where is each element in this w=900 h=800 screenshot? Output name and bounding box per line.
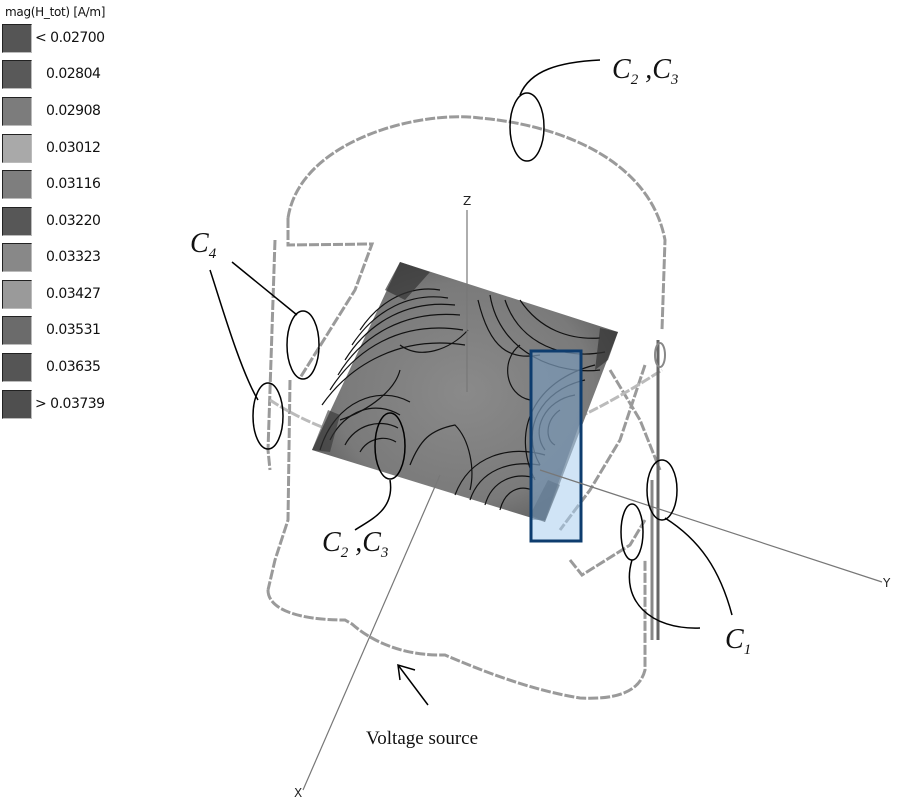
legend-item: > 0.03739: [2, 390, 140, 422]
legend-item: 0.03531: [2, 316, 140, 348]
axis-label-x: X: [294, 786, 303, 800]
legend-label: 0.03012: [46, 140, 101, 156]
highlight-region: [529, 349, 583, 543]
legend-swatch: [2, 97, 32, 126]
coordinate-axes: [302, 210, 883, 791]
legend-item: 0.03635: [2, 353, 140, 385]
legend-item: 0.03323: [2, 243, 140, 275]
annotation-markers: [209, 59, 733, 706]
legend-title: mag(H_tot) [A/m]: [5, 5, 106, 19]
legend-swatch: [2, 60, 32, 89]
legend-swatch: [2, 390, 32, 419]
legend-swatch: [2, 134, 32, 163]
legend-swatch: [2, 243, 32, 272]
legend-swatch: [2, 280, 32, 309]
annotation-c2-c3-bottom: C2 ,C3: [322, 527, 389, 561]
legend-label: 0.03116: [46, 176, 101, 192]
legend-swatch: [2, 316, 32, 345]
legend-item: 0.02908: [2, 97, 140, 129]
legend-label: 0.03427: [46, 286, 101, 302]
legend-label: > 0.03739: [35, 396, 105, 412]
annotation-c1: C1: [725, 624, 752, 658]
legend-label: 0.03635: [46, 359, 101, 375]
legend-item: 0.03012: [2, 134, 140, 166]
legend-item: 0.03220: [2, 207, 140, 239]
legend-label: 0.02908: [46, 103, 101, 119]
axis-label-z: Z: [463, 194, 472, 208]
voltage-source-label: Voltage source: [366, 728, 479, 749]
right-feed-lines: [650, 340, 660, 640]
legend-item: 0.02804: [2, 60, 140, 92]
legend-swatch: [2, 170, 32, 199]
legend-swatch: [2, 353, 32, 382]
legend-label: 0.03531: [46, 322, 101, 338]
legend-swatch: [2, 207, 32, 236]
legend-label: 0.03323: [46, 249, 101, 265]
legend-label: < 0.02700: [35, 30, 105, 46]
legend-label: 0.02804: [46, 66, 101, 82]
annotation-c4: C4: [190, 228, 217, 262]
axis-label-y: Y: [883, 576, 891, 590]
annotation-c2-c3-top: C2 ,C3: [612, 54, 679, 88]
legend-swatch: [2, 24, 32, 53]
legend-item: 0.03427: [2, 280, 140, 312]
legend-label: 0.03220: [46, 213, 101, 229]
legend-item: 0.03116: [2, 170, 140, 202]
legend-item: < 0.02700: [2, 24, 140, 56]
